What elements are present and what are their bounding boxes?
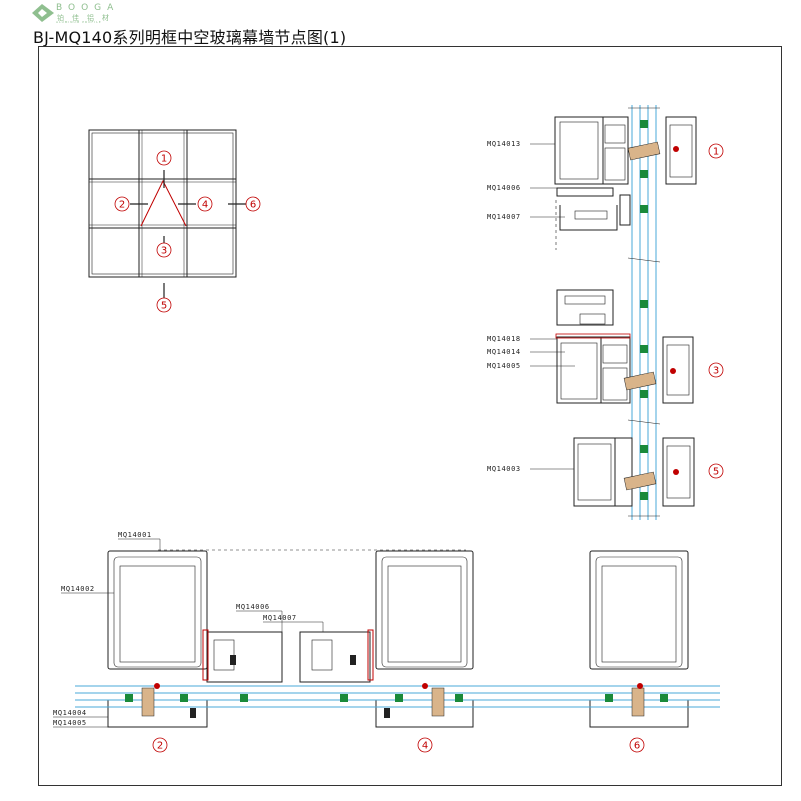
profile-code: MQ14018 — [487, 335, 521, 343]
elevation-marker-4: 4 — [197, 196, 213, 212]
node-marker-number: 3 — [161, 246, 167, 257]
profile-code: MQ14014 — [487, 348, 521, 356]
drawing-title: BJ-MQ140系列明框中空玻璃幕墙节点图(1) — [33, 28, 347, 47]
section-marker-2: 2 — [152, 737, 168, 753]
profile-label: MQ14003 — [487, 465, 574, 473]
vertical-section — [554, 105, 697, 520]
node-marker-number: 5 — [713, 467, 719, 478]
profile-label: MQ14005 — [53, 719, 87, 727]
profile-code: MQ14007 — [263, 614, 297, 622]
profile-label: MQ14001 — [118, 531, 152, 539]
logo-mark-icon — [32, 4, 54, 22]
profile-label: MQ14006 — [487, 184, 557, 192]
section-marker-6: 6 — [629, 737, 645, 753]
node-marker-number: 2 — [119, 200, 125, 211]
profile-label: MQ14007 — [263, 614, 297, 622]
profile-code: MQ14006 — [236, 603, 270, 611]
profile-code: MQ14001 — [118, 531, 152, 539]
node-marker-number: 3 — [713, 366, 719, 377]
logo-wordmark: BOOGA — [56, 3, 120, 13]
drawing-border — [38, 46, 782, 786]
section-marker-4: 4 — [417, 737, 433, 753]
company-logo: BOOGA 铂佳铝材 ALUMINUM PROFILE — [30, 2, 160, 24]
node-marker-number: 4 — [422, 741, 428, 752]
logo-chinese: 铂佳铝材 — [57, 14, 117, 22]
profile-label: MQ14006 — [236, 603, 270, 611]
leader-line — [236, 610, 283, 632]
section-marker-1: 1 — [708, 143, 724, 159]
profile-code: MQ14006 — [487, 184, 521, 192]
logo-subtitle: ALUMINUM PROFILE — [56, 20, 102, 24]
node-marker-number: 2 — [157, 741, 163, 752]
profile-label: MQ14005 — [487, 362, 575, 370]
profile-code: MQ14004 — [53, 709, 87, 717]
horizontal-section-seals — [125, 629, 668, 718]
profile-label: MQ14014 — [487, 348, 565, 356]
vertical-section-seals — [555, 120, 679, 500]
elevation-marker-3: 3 — [156, 242, 172, 258]
opening-indicator — [140, 179, 187, 227]
node-marker-number: 1 — [161, 154, 167, 165]
profile-label: MQ14004 — [53, 709, 87, 717]
elevation-marker-5: 5 — [156, 297, 172, 313]
profile-code: MQ14007 — [487, 213, 521, 221]
profile-code: MQ14003 — [487, 465, 521, 473]
section-marker-3: 3 — [708, 362, 724, 378]
node-marker-number: 4 — [202, 200, 208, 211]
node-marker-number: 5 — [161, 301, 167, 312]
profile-code: MQ14013 — [487, 140, 521, 148]
elevation-marker-1: 1 — [156, 150, 172, 166]
profile-label: MQ14002 — [61, 585, 95, 593]
node-marker-number: 6 — [634, 741, 640, 752]
profile-label: MQ14007 — [487, 213, 565, 221]
node-marker-number: 6 — [250, 200, 256, 211]
leader-line — [118, 538, 161, 551]
profile-code: MQ14005 — [487, 362, 521, 370]
node-marker-number: 1 — [713, 147, 719, 158]
profile-label: MQ14018 — [487, 335, 557, 343]
elevation-marker-2: 2 — [114, 196, 130, 212]
profile-code: MQ14005 — [53, 719, 87, 727]
profile-label: MQ14013 — [487, 140, 555, 148]
leader-line — [263, 621, 324, 632]
profile-code: MQ14002 — [61, 585, 95, 593]
section-marker-5: 5 — [708, 463, 724, 479]
elevation-marker-6: 6 — [245, 196, 261, 212]
section-cut-lines — [130, 170, 246, 300]
